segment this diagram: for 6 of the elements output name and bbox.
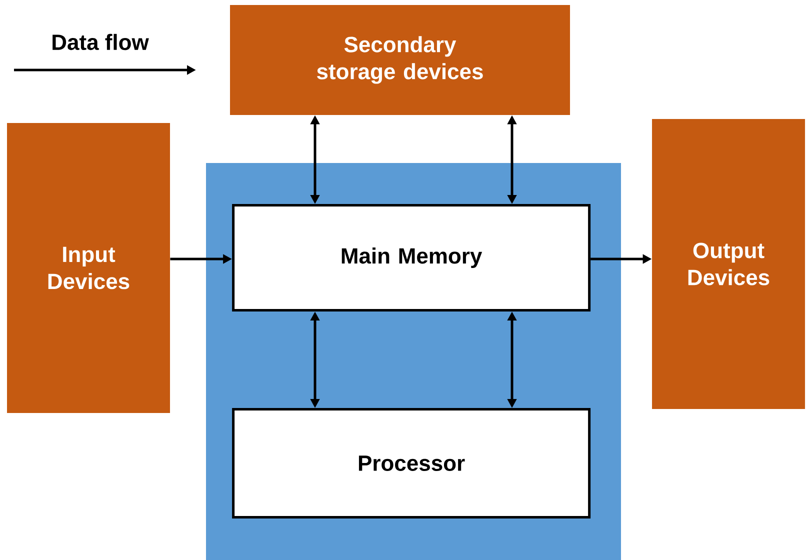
process-box: Main Memory [232,204,591,312]
process-box: Processor [232,408,591,519]
device-box: Input Devices [7,123,170,413]
device-box: Secondary storage devices [230,5,570,115]
device-box: Output Devices [652,119,805,409]
legend-label: Data flow [52,34,149,50]
